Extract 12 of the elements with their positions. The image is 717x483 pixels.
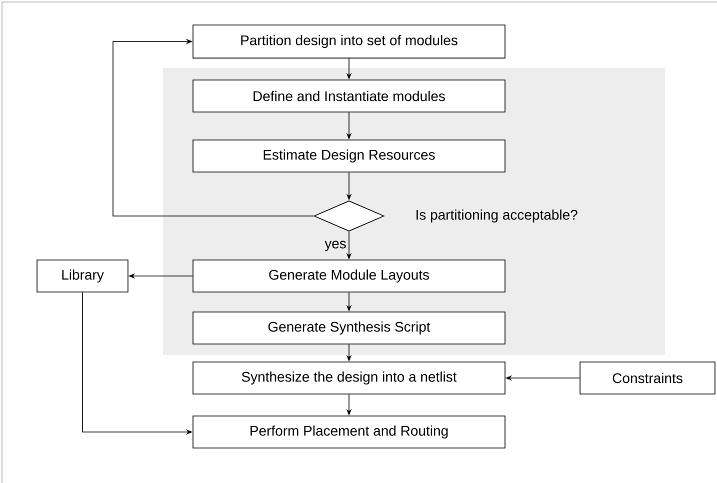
process-box: Generate Synthesis Script <box>192 312 506 344</box>
process-box: Constraints <box>580 362 716 394</box>
process-box: Partition design into set of modules <box>192 24 506 58</box>
process-box: Library <box>36 260 128 292</box>
process-box: Estimate Design Resources <box>192 140 506 172</box>
edge-label: yes <box>324 240 346 252</box>
process-box: Define and Instantiate modules <box>192 80 506 112</box>
arrow <box>112 38 314 216</box>
process-box: Generate Module Layouts <box>192 260 506 292</box>
process-box: Synthesize the design into a netlist <box>192 362 506 394</box>
process-box: Perform Placement and Routing <box>192 416 506 448</box>
question-text: Is partitioning acceptable? <box>416 209 578 223</box>
